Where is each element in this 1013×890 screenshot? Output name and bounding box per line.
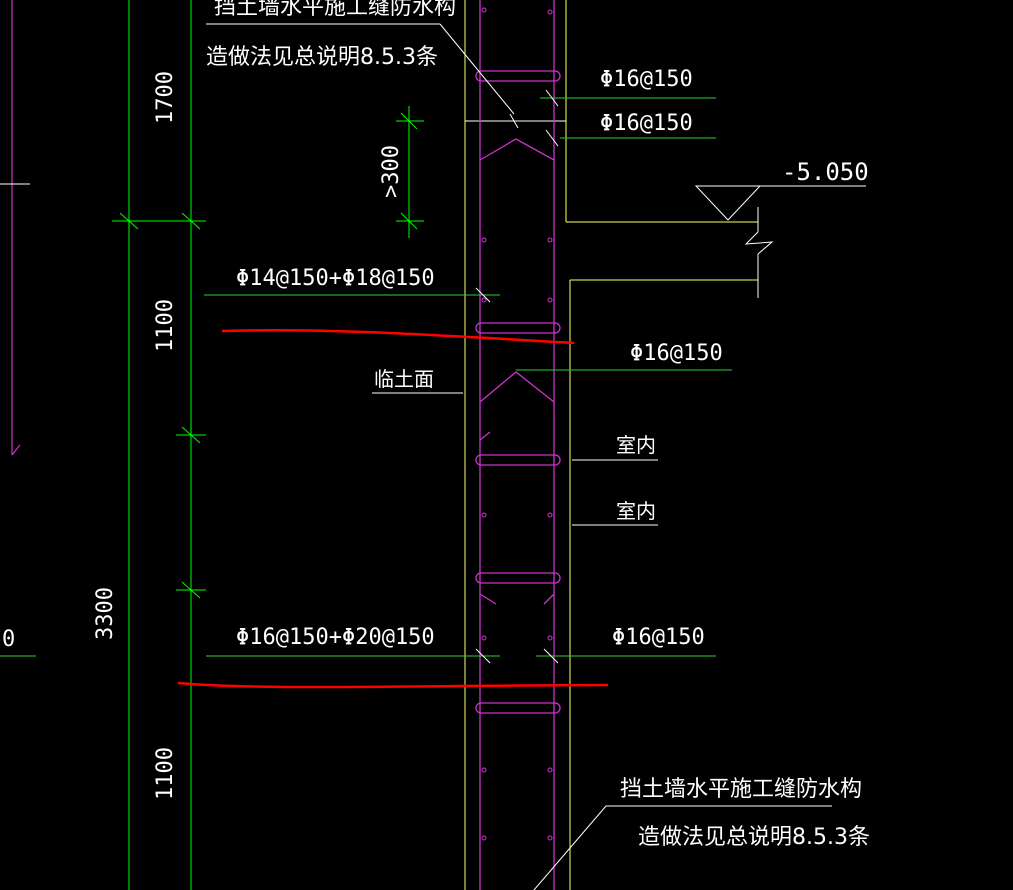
indoor-label-2: 室内 — [616, 499, 656, 523]
stirrup — [475, 454, 561, 466]
dim-arrow-c — [181, 581, 201, 599]
bottom-note-line2: 造做法见总说明8.5.3条 — [638, 825, 870, 850]
lap-dim-arrow-bot — [400, 212, 418, 230]
dim-arrow-b — [181, 426, 201, 444]
level-triangle — [694, 185, 762, 221]
dim-arrow-a1 — [119, 212, 139, 230]
dim-label-1100-upper: 1100 — [153, 299, 178, 352]
break-line-zig — [744, 231, 774, 255]
stirrups — [475, 70, 561, 714]
rebar-label-left-lower: Φ16@150+Φ20@150 — [236, 625, 435, 650]
note-leaders — [206, 23, 832, 890]
indoor-label-1: 室内 — [616, 433, 656, 457]
bottom-note-line1: 挡土墙水平施工缝防水构 — [620, 777, 862, 802]
top-note-line2: 造做法见总说明8.5.3条 — [206, 45, 438, 70]
edge-fragment-label: 0 — [2, 627, 15, 652]
dim-arrow-a2 — [181, 212, 201, 230]
stirrup — [475, 572, 561, 584]
markup-line-lower — [177, 681, 609, 689]
leader-ticks — [475, 89, 559, 664]
rebar-hooks — [479, 138, 555, 605]
rebar-label-top-2: Φ16@150 — [600, 111, 693, 136]
top-note-line1: 挡土墙水平施工缝防水构 — [214, 0, 456, 20]
stirrup — [475, 702, 561, 714]
leaders — [204, 97, 732, 657]
lap-dim-label: >300 — [379, 145, 404, 198]
rebar-label-left-upper: Φ14@150+Φ18@150 — [236, 266, 435, 291]
rebar-label-right-lower: Φ16@150 — [612, 625, 705, 650]
markup-line-upper — [221, 328, 575, 345]
dim-label-3300: 3300 — [93, 587, 118, 640]
soil-face-label: 临土面 — [374, 367, 434, 391]
rebar-dots — [481, 7, 553, 841]
rebar-label-top-1: Φ16@150 — [600, 67, 693, 92]
dim-label-1100-lower: 1100 — [153, 747, 178, 800]
left-section-tick — [11, 444, 21, 456]
lap-dim-arrow-top — [400, 112, 418, 130]
dim-label-1700: 1700 — [153, 71, 178, 124]
stirrup — [475, 70, 561, 82]
stirrup — [475, 322, 561, 334]
rebar-label-right-mid: Φ16@150 — [630, 341, 723, 366]
level-label: -5.050 — [782, 158, 869, 186]
